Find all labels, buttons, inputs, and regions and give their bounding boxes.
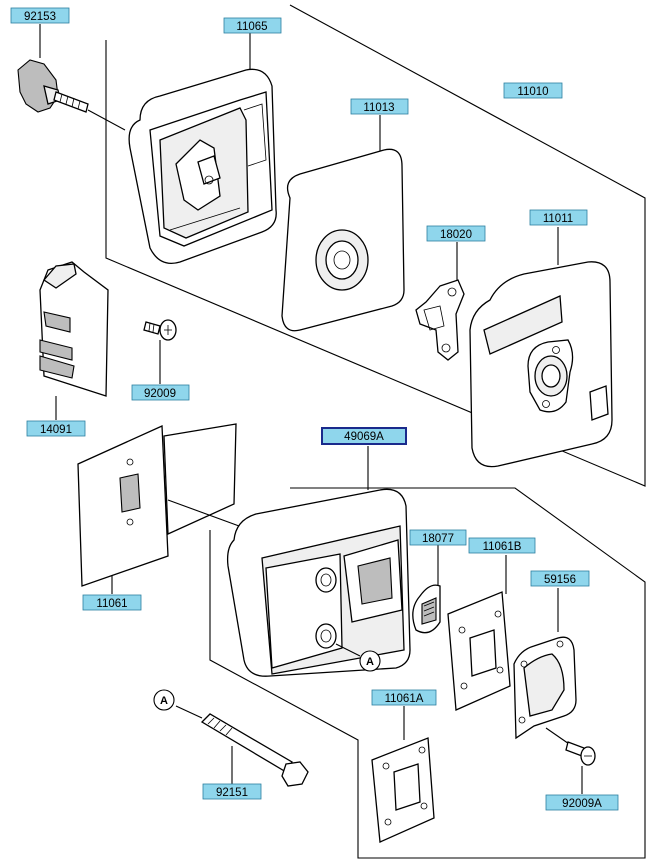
label-18020[interactable]: 18020 xyxy=(426,225,486,242)
callout-a-muffler-label: A xyxy=(366,656,374,668)
label-11013[interactable]: 11013 xyxy=(350,98,409,115)
label-11061B-text: 11061B xyxy=(483,541,522,553)
label-11065-text: 11065 xyxy=(236,21,267,33)
cover-plate-part xyxy=(39,261,109,420)
long-bolt-part xyxy=(175,705,309,787)
label-11065[interactable]: 11065 xyxy=(223,17,282,34)
muffler-cover-part xyxy=(513,588,577,747)
heat-shield-part xyxy=(77,423,251,594)
label-14091-text: 14091 xyxy=(40,424,72,436)
air-cleaner-case-part xyxy=(128,32,277,265)
bracket-part xyxy=(415,242,465,361)
label-92151[interactable]: 92151 xyxy=(202,783,262,800)
label-49069A-text: 49069A xyxy=(344,431,384,443)
label-92009A[interactable]: 92009A xyxy=(545,794,619,811)
label-92009-text: 92009 xyxy=(144,388,176,400)
callout-a-bolt-label: A xyxy=(160,695,168,707)
air-cleaner-base-part xyxy=(469,227,613,468)
label-59156-text: 59156 xyxy=(544,574,576,586)
air-filter-element-part xyxy=(281,115,405,332)
label-18020-text: 18020 xyxy=(440,229,472,241)
spark-arrester-part xyxy=(412,545,441,634)
label-11011[interactable]: 11011 xyxy=(529,209,588,226)
group-outline-muffler xyxy=(209,487,646,859)
label-11061A[interactable]: 11061A xyxy=(371,689,437,706)
label-18077[interactable]: 18077 xyxy=(409,529,467,546)
label-14091[interactable]: 14091 xyxy=(26,420,86,437)
label-59156[interactable]: 59156 xyxy=(530,570,590,587)
label-11011-text: 11011 xyxy=(543,213,573,225)
knob-bolt-part xyxy=(17,24,126,131)
screw-a-part xyxy=(565,741,596,794)
label-92153[interactable]: 92153 xyxy=(10,7,70,24)
label-49069A[interactable]: 49069A xyxy=(321,427,407,445)
label-11061[interactable]: 11061 xyxy=(82,594,142,611)
group-outline-upper xyxy=(105,4,646,487)
label-11013-text: 11013 xyxy=(363,102,394,114)
label-92151-text: 92151 xyxy=(216,787,248,799)
callout-a-bolt: A xyxy=(153,689,175,711)
label-92153-text: 92153 xyxy=(24,11,56,23)
label-11010-text: 11010 xyxy=(517,86,548,98)
gasket-a-part xyxy=(371,706,435,843)
callout-a-muffler: A xyxy=(359,650,381,672)
label-11061-text: 11061 xyxy=(96,598,127,610)
label-11061A-text: 11061A xyxy=(385,693,424,705)
muffler-part xyxy=(226,446,411,677)
screw-part xyxy=(143,319,177,384)
label-18077-text: 18077 xyxy=(422,533,454,545)
label-92009[interactable]: 92009 xyxy=(131,384,190,401)
label-11061B[interactable]: 11061B xyxy=(468,537,536,554)
gasket-b-part xyxy=(447,555,511,711)
label-11010[interactable]: 11010 xyxy=(503,82,563,99)
label-92009A-text: 92009A xyxy=(562,798,602,810)
